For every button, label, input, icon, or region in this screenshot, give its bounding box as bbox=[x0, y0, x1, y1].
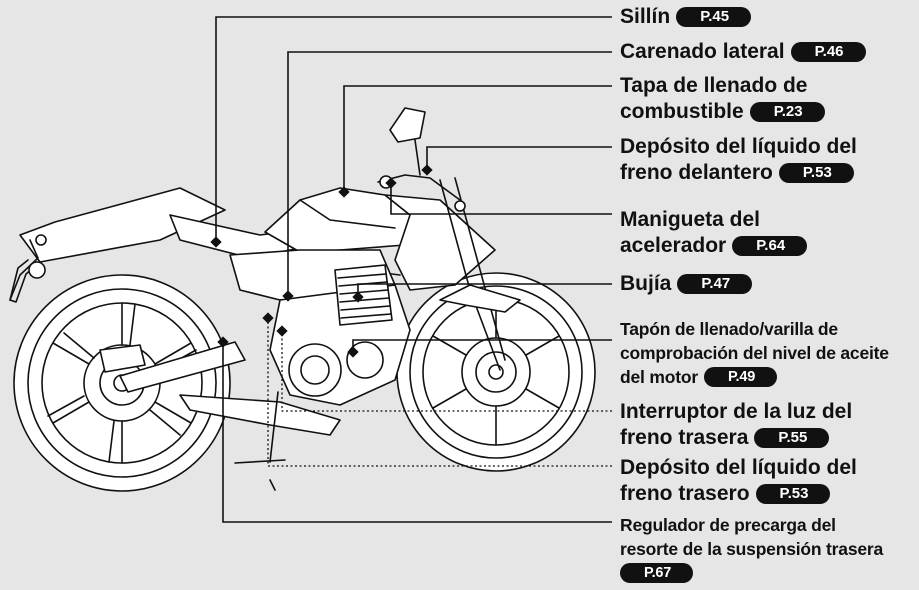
leader-lines bbox=[215, 16, 612, 523]
callout-text: combustible bbox=[620, 100, 744, 123]
callout-text: resorte de la suspensión trasera bbox=[620, 539, 884, 559]
callout-text: Interruptor de la luz del bbox=[620, 400, 853, 423]
callout-text: Regulador de precarga del bbox=[620, 515, 836, 535]
callout-text: Carenado lateral bbox=[620, 40, 785, 63]
page-ref-badge[interactable]: P.49 bbox=[703, 367, 778, 387]
callout-text: freno delantero bbox=[620, 161, 773, 184]
mirror bbox=[389, 107, 426, 143]
side-stand bbox=[234, 391, 286, 491]
tank-shroud bbox=[384, 194, 496, 291]
callout-text: del motor bbox=[620, 367, 698, 387]
callout-text: freno trasera bbox=[620, 426, 749, 449]
page-ref-badge[interactable]: P.23 bbox=[749, 102, 825, 122]
callout-text: Tapón de llenado/varilla de bbox=[620, 319, 838, 339]
engine bbox=[269, 264, 411, 406]
callout-text: Bujía bbox=[620, 272, 672, 295]
callout-text: Manigueta del bbox=[620, 208, 761, 231]
callout-text: Depósito del líquido del bbox=[620, 135, 857, 158]
page-ref-badge[interactable]: P.55 bbox=[754, 428, 830, 448]
page-ref-badge[interactable]: P.53 bbox=[755, 484, 831, 504]
page-ref-badge[interactable]: P.46 bbox=[790, 42, 866, 62]
callout-spring-preload: Regulador de precarga del resorte de la … bbox=[620, 513, 883, 585]
callout-front-brake-reservoir: Depósito del líquido del freno delantero… bbox=[620, 134, 857, 186]
page-ref-badge[interactable]: P.67 bbox=[620, 563, 694, 583]
callout-text: freno trasero bbox=[620, 482, 750, 505]
rear-wheel bbox=[13, 274, 231, 492]
callout-oil-filler-cap: Tapón de llenado/varilla de comprobación… bbox=[620, 317, 889, 389]
front-fender bbox=[439, 284, 521, 313]
page-ref-badge[interactable]: P.47 bbox=[677, 274, 753, 294]
page-ref-badge[interactable]: P.45 bbox=[676, 7, 752, 27]
exhaust bbox=[179, 394, 341, 436]
callout-text: acelerador bbox=[620, 234, 727, 257]
swingarm bbox=[119, 341, 246, 393]
page-ref-badge[interactable]: P.53 bbox=[778, 163, 854, 183]
callout-text: Depósito del líquido del bbox=[620, 456, 857, 479]
callout-text: Sillín bbox=[620, 5, 671, 28]
leader-markers bbox=[210, 164, 433, 358]
front-wheel bbox=[396, 272, 596, 472]
dotted-leader-lines bbox=[267, 318, 612, 467]
callout-text: Tapa de llenado de bbox=[620, 74, 808, 97]
callout-text: comprobación del nivel de aceite bbox=[620, 343, 889, 363]
page-ref-badge[interactable]: P.64 bbox=[732, 236, 808, 256]
